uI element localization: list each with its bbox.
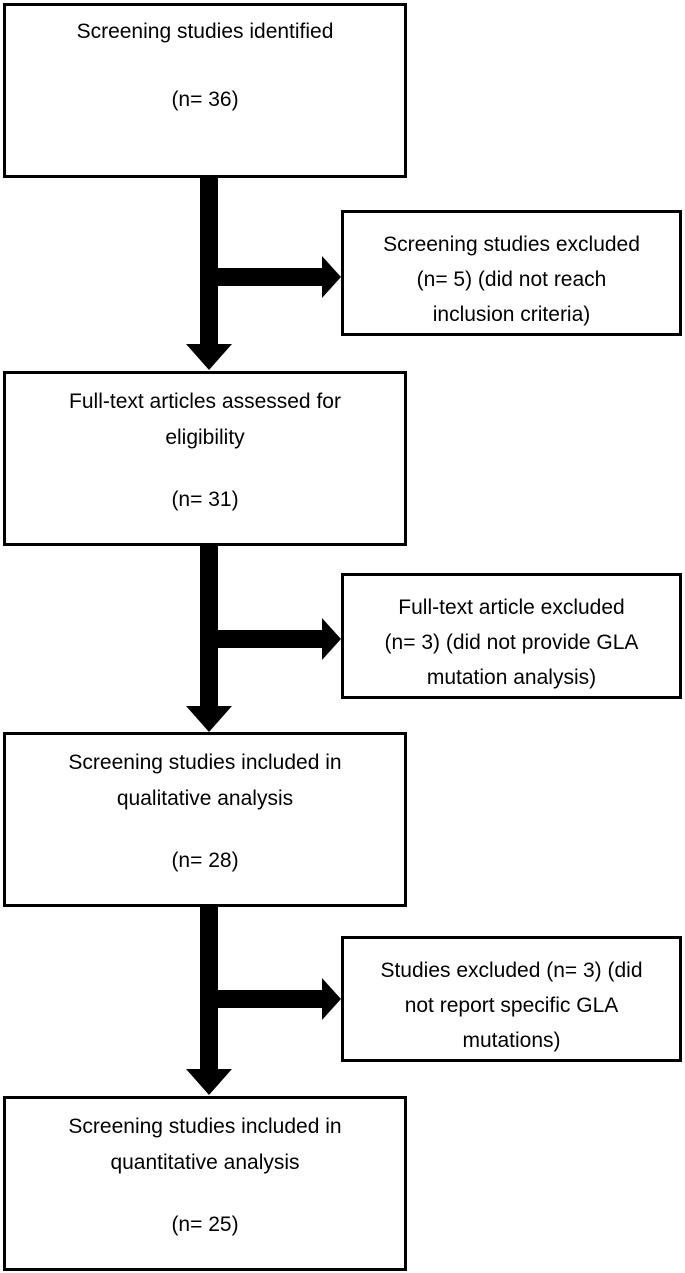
box-label: Full-text article excluded	[398, 596, 625, 619]
box-label: mutations)	[462, 1029, 561, 1052]
arrow-head-1	[186, 344, 232, 370]
arrow-head-2	[186, 706, 232, 732]
box-label: (n= 5) (did not reach	[416, 268, 607, 291]
box-screening-excluded: Screening studies excluded (n= 5) (did n…	[341, 210, 682, 336]
box-count: (n= 36)	[171, 88, 239, 111]
branch-shaft-3	[218, 990, 324, 1008]
box-label: Full-text articles assessed for	[69, 390, 341, 413]
box-quantitative-analysis: Screening studies included in quantitati…	[3, 1096, 407, 1271]
branch-shaft-1	[218, 268, 324, 286]
box-label: Screening studies identified	[76, 20, 334, 43]
branch-shaft-2	[218, 630, 324, 648]
box-label: mutation analysis)	[426, 666, 597, 689]
branch-head-2	[322, 618, 341, 660]
box-label: eligibility	[165, 426, 245, 449]
box-count: (n= 28)	[171, 849, 239, 872]
arrow-shaft-2	[200, 546, 218, 708]
arrow-shaft-1	[200, 178, 218, 346]
box-count: (n= 25)	[171, 1213, 239, 1236]
box-count: (n= 31)	[171, 488, 239, 511]
box-label: Screening studies included in	[68, 1115, 342, 1138]
box-qualitative-analysis: Screening studies included in qualitativ…	[3, 732, 407, 907]
box-label: not report specific GLA	[404, 994, 619, 1017]
branch-head-3	[322, 978, 341, 1020]
arrow-head-3	[186, 1069, 232, 1095]
box-fulltext-assessed: Full-text articles assessed for eligibil…	[3, 371, 407, 546]
box-studies-identified: Screening studies identified (n= 36)	[3, 3, 407, 178]
box-label: Screening studies included in	[68, 751, 342, 774]
box-studies-excluded: Studies excluded (n= 3) (did not report …	[341, 936, 682, 1062]
box-fulltext-excluded: Full-text article excluded (n= 3) (did n…	[341, 573, 682, 699]
arrow-shaft-3	[200, 907, 218, 1071]
box-label: Screening studies excluded	[383, 233, 640, 256]
box-label: (n= 3) (did not provide GLA	[384, 631, 639, 654]
box-label: quantitative analysis	[110, 1151, 300, 1174]
branch-head-1	[322, 256, 341, 298]
box-label: inclusion criteria)	[432, 303, 591, 326]
box-label: Studies excluded (n= 3) (did	[380, 959, 643, 982]
box-label: qualitative analysis	[116, 787, 294, 810]
